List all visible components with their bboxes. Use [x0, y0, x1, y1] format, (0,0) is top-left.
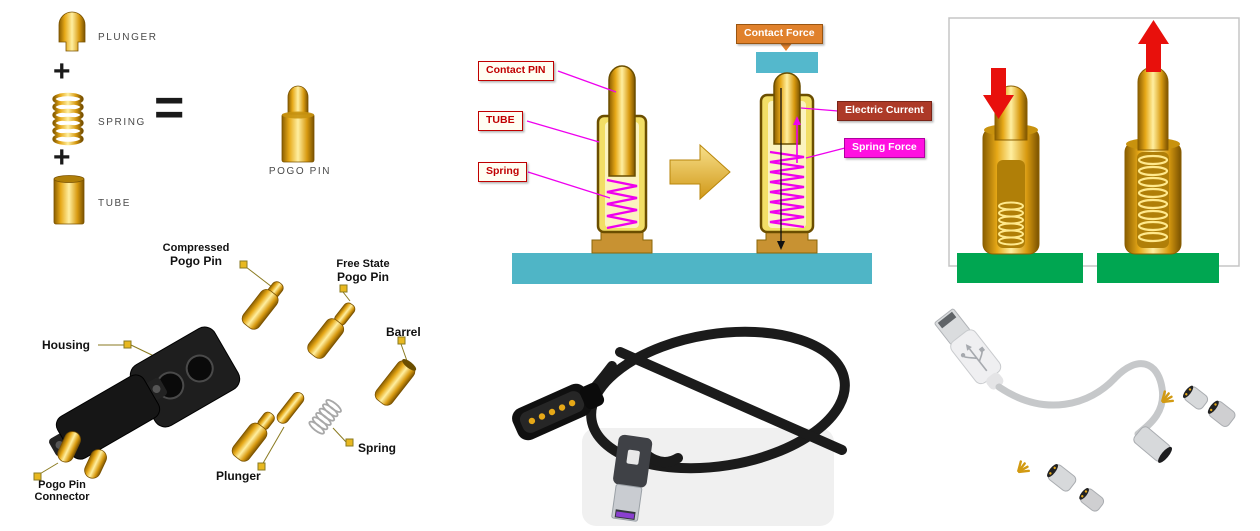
electric-current-tag: Electric Current	[837, 101, 932, 121]
green-base-right	[1097, 253, 1219, 283]
free-state-pin-label: Free State Pogo Pin	[336, 258, 390, 284]
compressed-pin-part	[241, 281, 284, 330]
compressed-pin-label: Compressed Pogo Pin	[162, 242, 230, 268]
pogo-pin-compressed-3d	[982, 85, 1040, 255]
tube-icon	[53, 175, 85, 225]
pogo-pin-connector-part	[49, 374, 167, 479]
usb-connector-gray	[934, 308, 1004, 390]
spring-label: SPRING	[98, 117, 146, 128]
magnetic-tip-3	[1047, 464, 1077, 492]
tube-label: TUBE	[98, 198, 132, 209]
label-pointer-lines-right	[800, 107, 846, 159]
pogo-pin-label: POGO PIN	[268, 166, 332, 177]
magnetic-tip-1	[1183, 385, 1209, 410]
pogo-pin-compressed-diagram	[756, 42, 818, 254]
housing-label: Housing	[42, 338, 90, 352]
magnetic-cable-photo	[512, 326, 850, 526]
tube-tag: TUBE	[478, 111, 523, 131]
barrel-label: Barrel	[386, 325, 421, 339]
magnetic-plug	[579, 382, 605, 410]
leader-lines	[33, 260, 408, 481]
base-platform	[512, 253, 872, 284]
extend-arrow-up-icon	[1138, 20, 1169, 72]
green-base-left	[957, 253, 1083, 283]
usb-cable-illustration	[934, 308, 1236, 512]
plus-sign-1: +	[53, 55, 71, 88]
magnetic-pad	[512, 383, 592, 441]
equals-sign: =	[154, 79, 185, 137]
connector-label: Pogo Pin Connector	[34, 479, 90, 503]
cross-section-diagram	[512, 42, 872, 284]
gray-cable	[995, 360, 1167, 438]
bottom-pin-part	[231, 411, 275, 462]
contact-pin-tag: Contact PIN	[478, 61, 554, 81]
magnetic-tip-2	[1207, 400, 1236, 427]
spring-force-tag: Spring Force	[844, 138, 925, 158]
pogo-pin-extended-3d	[1124, 66, 1182, 255]
label-pointer-lines-left	[526, 70, 617, 199]
composition-diagram	[52, 11, 315, 225]
pogo-contacts-fan-top	[1161, 390, 1174, 404]
plunger-label: PLUNGER	[98, 32, 158, 43]
spring-tag: Spring	[478, 162, 528, 182]
spring-part-label: Spring	[358, 441, 396, 455]
plunger-part	[276, 391, 305, 424]
contact-plate	[756, 52, 818, 73]
pogo-contacts-fan-bottom	[1017, 460, 1030, 474]
magnetic-head	[1133, 426, 1172, 463]
plunger-icon	[58, 11, 86, 52]
barrel-part	[374, 359, 417, 406]
exploded-view-diagram	[33, 260, 417, 481]
spring-part	[308, 399, 342, 435]
contact-force-tag: Contact Force	[736, 24, 823, 44]
magnetic-tip-4	[1079, 488, 1105, 512]
plunger-part-label: Plunger	[216, 469, 261, 483]
states-diagram	[948, 17, 1240, 283]
free-state-pin-part	[307, 302, 356, 359]
spring-icon	[52, 92, 84, 146]
pogo-pin-icon	[281, 85, 315, 163]
housing-part	[129, 326, 241, 428]
plus-sign-2: +	[53, 141, 71, 174]
compress-arrow-down-icon	[983, 68, 1014, 119]
transition-arrow	[669, 143, 731, 201]
pogo-pin-extended-diagram	[591, 65, 653, 254]
usb-connector	[611, 434, 653, 522]
